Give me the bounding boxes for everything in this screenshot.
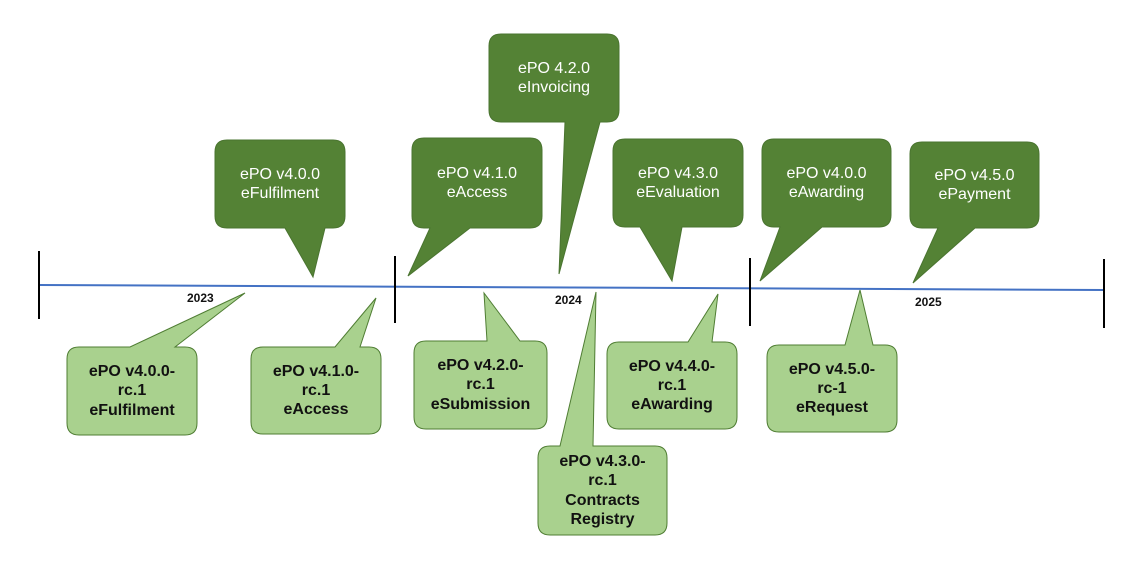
release-version: ePO v4.5.0 [934,166,1015,184]
rc-version: ePO v4.3.0- [559,453,646,471]
release-version: ePO 4.2.0 [517,59,591,77]
release-callout-shape [759,138,892,282]
rc-version: ePO v4.5.0- [788,360,876,378]
rc-callout-label: ePO v4.5.0- rc-1 eRequest [767,345,897,432]
release-callout-shape [612,138,744,283]
release-callout-label: ePO 4.2.0 eInvoicing [489,34,619,122]
rc-version: ePO v4.0.0- [88,363,176,381]
rc-callout-shape [537,291,668,536]
rc-module: eRequest [795,399,869,417]
rc-version: ePO v4.1.0- [272,362,360,380]
rc-callout-label: ePO v4.1.0- rc.1 eAccess [251,347,381,434]
rc-version: ePO v4.4.0- [628,357,716,375]
rc-callout-label: ePO v4.2.0- rc.1 eSubmission [414,341,547,429]
year-label-2023: 2023 [187,291,214,305]
rc-callout-shape [66,292,246,436]
release-callout-shape [909,141,1040,284]
year-label-2024: 2024 [555,293,582,307]
release-callout-shape [214,139,346,279]
rc-module: eAccess [283,401,349,419]
release-module: eEvaluation [636,184,720,201]
rc-callout-label: ePO v4.4.0- rc.1 eAwarding [607,342,737,429]
rc-version: ePO v4.2.0- [437,357,524,375]
release-callout-shape [407,137,543,277]
release-module: eAccess [446,184,508,201]
release-callout-shape [488,33,620,275]
rc-callout-shape [413,291,548,430]
release-module: ePayment [938,186,1011,203]
release-callout-label: ePO v4.0.0 eFulfilment [215,140,345,228]
rc-tag: rc.1 [588,472,617,490]
release-callout-label: ePO v4.3.0 eEvaluation [613,139,743,227]
rc-callout-shape [766,289,898,433]
rc-callout-shape [250,297,382,435]
year-label-2025: 2025 [915,295,942,309]
release-version: ePO v4.3.0 [637,164,719,182]
rc-tag: rc.1 [301,381,331,399]
release-version: ePO v4.1.0 [436,164,518,182]
release-version: ePO v4.0.0 [239,165,321,183]
release-callout-label: ePO v4.5.0 ePayment [910,142,1039,228]
release-module: eFulfilment [240,185,320,202]
rc-module: Contracts [565,491,640,509]
release-callout-label: ePO v4.0.0 eAwarding [762,139,891,227]
release-module: eAwarding [788,184,865,201]
rc-callout-label: ePO v4.3.0- rc.1 Contracts Registry [538,446,667,535]
release-version: ePO v4.0.0 [786,164,867,182]
rc-tag: rc.1 [466,376,495,394]
rc-tag: rc.1 [117,382,147,400]
rc-tag: rc.1 [657,376,687,394]
rc-tag: rc-1 [817,379,847,397]
rc-module: eSubmission [430,395,531,413]
timeline-axis [38,284,1105,291]
rc-module: eFulfilment [89,401,175,419]
release-callout-label: ePO v4.1.0 eAccess [412,138,542,228]
rc-module: eAwarding [631,396,713,414]
release-module: eInvoicing [517,79,591,96]
rc-callout-label: ePO v4.0.0- rc.1 eFulfilment [67,347,197,435]
rc-module-cont: Registry [570,510,635,528]
rc-callout-shape [606,293,738,430]
